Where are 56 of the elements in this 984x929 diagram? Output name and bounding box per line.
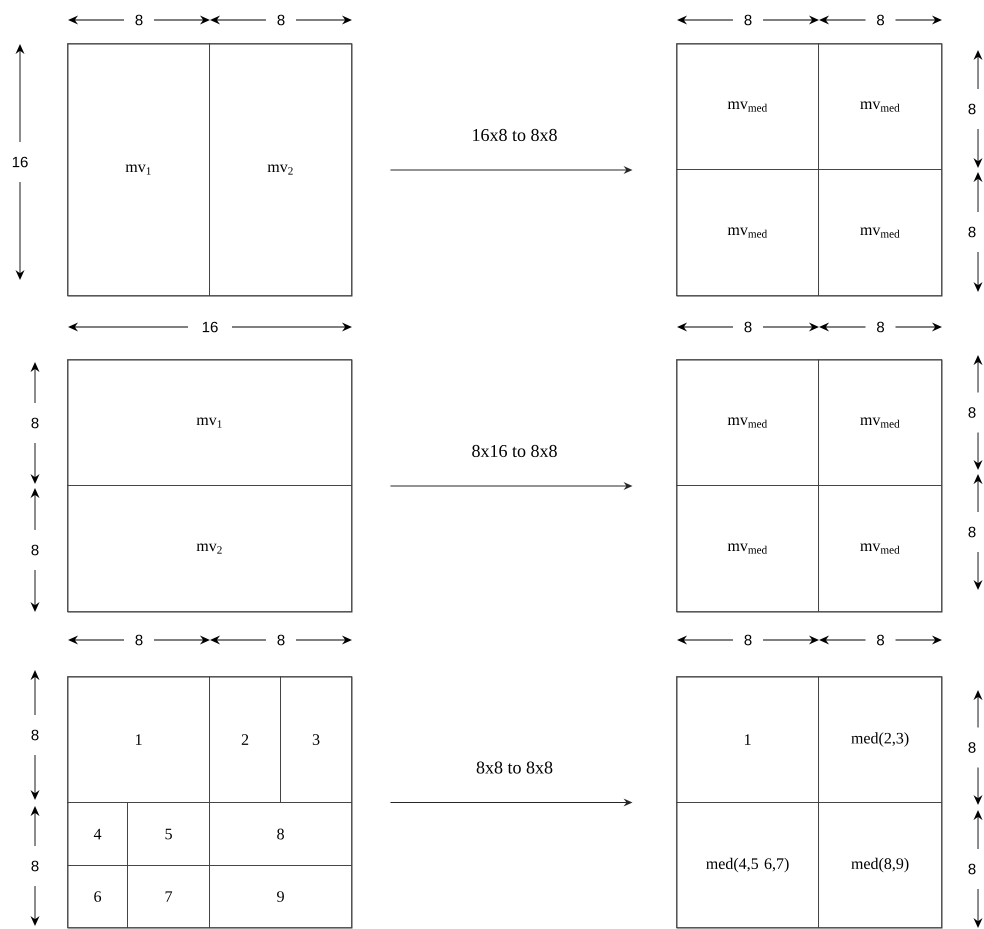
partition-cell: mv$_{1}$: [67, 43, 210, 296]
partition-cell: mv$_{med}$: [676, 43, 820, 170]
dimension-label: 8: [278, 14, 285, 26]
dimension-label: 16: [202, 322, 218, 332]
dimension-label: 8: [744, 634, 752, 646]
dimension-label: 8: [32, 418, 39, 428]
partition-cell: mv$_{med}$: [676, 485, 820, 612]
edge-label: 16x8 to 8x8: [473, 128, 557, 142]
dimension-label: 8: [744, 14, 752, 26]
dimension-label: 8: [278, 634, 285, 646]
dimension-label: 8: [968, 407, 976, 418]
dimension-label: 8: [968, 526, 976, 538]
partition-cell: 7: [127, 865, 210, 928]
dimension-label: 8: [877, 14, 884, 26]
partition-cell: mv$_{1}$: [67, 359, 352, 486]
partition-cell: 2: [209, 676, 281, 803]
partition-cell: 6: [67, 865, 128, 928]
dimension-label: 8: [744, 322, 752, 332]
block-grid: [676, 360, 942, 612]
block-grid: [676, 676, 942, 928]
block-grid: [68, 44, 352, 296]
partition-cell: 8: [209, 802, 352, 866]
dimension-label: 8: [136, 14, 143, 26]
partition-cell: mv$_{med}$: [818, 43, 942, 170]
dimension-label: 8: [968, 226, 976, 238]
edge-label: 8x8 to 8x8: [476, 761, 552, 774]
partition-cell: mv$_{med}$: [818, 485, 942, 612]
dimension-label: 8: [136, 634, 143, 646]
partition-cell: mv$_{med}$: [676, 359, 820, 486]
partition-cell: mv$_{med}$: [818, 359, 942, 486]
partition-cell: mv$_{2}$: [67, 485, 352, 612]
dimension-label: 8: [877, 634, 884, 646]
partition-cell: mv$_{med}$: [818, 169, 942, 296]
dimension-label: 8: [32, 544, 39, 556]
edge-label: 8x16 to 8x8: [472, 444, 557, 458]
partition-cell: mv$_{2}$: [209, 43, 352, 296]
partition-cell: med(2,3): [818, 676, 942, 803]
partition-cell: 1: [67, 676, 210, 803]
dimension-label: 8: [877, 322, 884, 332]
block-grid: [68, 676, 352, 928]
partition-cell: 1: [676, 676, 820, 803]
partition-cell: 5: [127, 802, 210, 866]
partition-cell: mv$_{med}$: [676, 169, 820, 296]
dimension-label: 8: [968, 104, 976, 114]
dimension-label: 16: [12, 156, 28, 168]
dimension-label: 8: [968, 742, 976, 753]
block-grid: [68, 360, 352, 612]
partition-cell: 9: [209, 865, 352, 928]
dimension-label: 8: [32, 860, 39, 872]
partition-cell: 3: [280, 676, 352, 803]
partition-cell: med(8,9): [818, 802, 942, 928]
partition-cell: med(4,5 6,7): [676, 802, 820, 928]
dimension-label: 8: [968, 864, 976, 874]
partition-cell: 4: [67, 802, 128, 866]
dimension-label: 8: [32, 730, 39, 740]
block-grid: [676, 44, 942, 296]
